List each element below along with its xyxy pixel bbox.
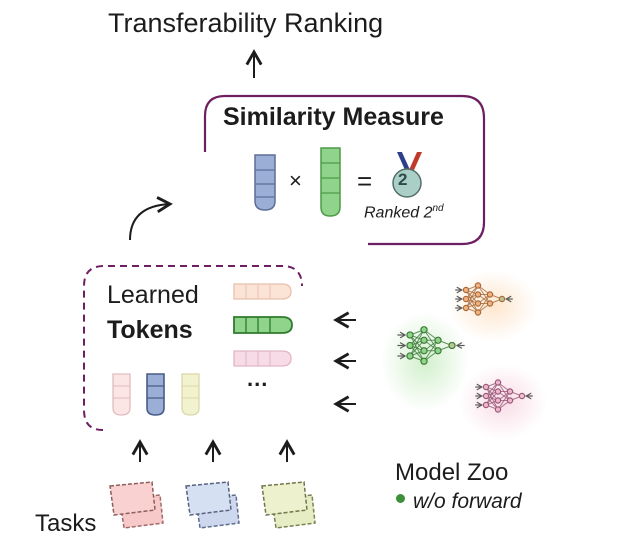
medal-icon bbox=[392, 152, 422, 198]
neural-network-icon bbox=[397, 326, 465, 365]
token-icon bbox=[233, 350, 292, 367]
tasks-label: Tasks bbox=[35, 510, 97, 537]
times-operator: × bbox=[289, 168, 302, 193]
token-icon bbox=[181, 373, 200, 416]
bullet-icon bbox=[396, 494, 405, 503]
ranked-suffix: nd bbox=[432, 203, 444, 214]
token-icon bbox=[233, 316, 293, 334]
neural-network-icon bbox=[475, 379, 533, 413]
equals-operator: = bbox=[357, 166, 373, 196]
medal-number: 2 bbox=[398, 170, 408, 189]
ranked-label: Ranked 2nd bbox=[364, 203, 444, 222]
without-forward-note: w/o forward bbox=[413, 490, 522, 513]
task-paper-icon bbox=[185, 481, 240, 529]
page-title: Transferability Ranking bbox=[108, 8, 384, 38]
neural-network-icon bbox=[455, 282, 513, 316]
token-icon bbox=[112, 373, 131, 416]
task-paper-icon bbox=[261, 481, 316, 529]
learned-tokens-frame bbox=[83, 265, 303, 431]
model-zoo-label: Model Zoo bbox=[395, 459, 509, 486]
more-tokens-ellipsis: ... bbox=[247, 366, 269, 391]
token-icon bbox=[254, 154, 276, 211]
similarity-frame bbox=[203, 94, 486, 246]
similarity-title: Similarity Measure bbox=[223, 103, 444, 131]
tokens-label: Tokens bbox=[107, 316, 193, 344]
token-icon bbox=[320, 147, 341, 217]
token-icon bbox=[233, 283, 292, 300]
curved-arrow-icon bbox=[129, 196, 173, 241]
learned-label: Learned bbox=[107, 281, 199, 309]
ranked-text: Ranked 2 bbox=[364, 204, 433, 222]
task-paper-icon bbox=[109, 481, 164, 529]
token-icon bbox=[146, 373, 165, 416]
